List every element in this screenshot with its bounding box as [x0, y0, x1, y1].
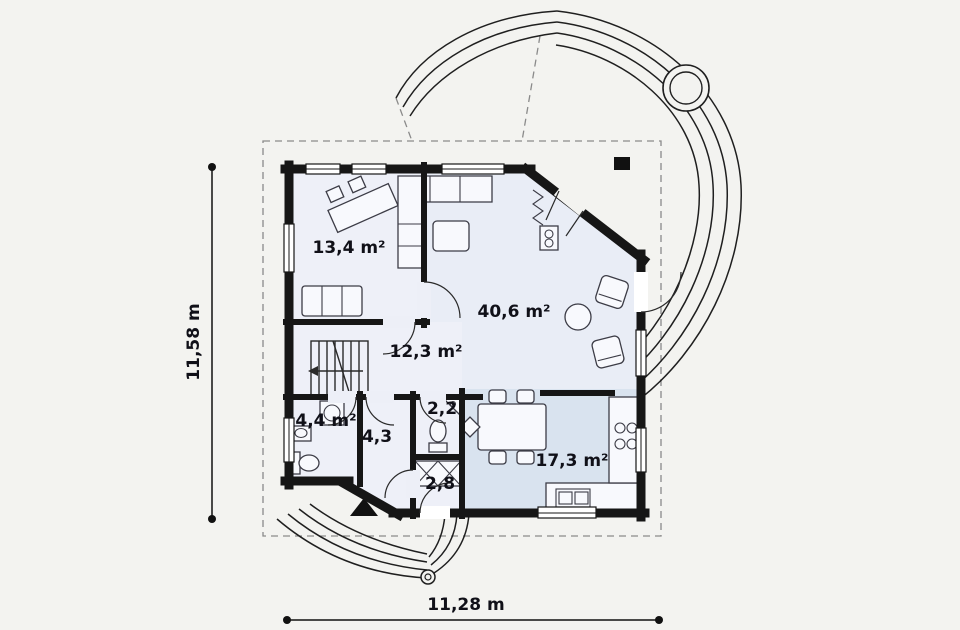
- terrace-colonnade-arcs: [555, 10, 742, 400]
- wc-area-label: 2,2: [427, 399, 457, 419]
- corridor-area-label: 4,3: [362, 427, 392, 447]
- roof-outline: [262, 35, 662, 537]
- fireplace-icon: [532, 189, 544, 226]
- chimney-marker: [614, 157, 630, 170]
- width-dimension-label: 11,28 m: [427, 595, 504, 615]
- hall-area-label: 12,3 m²: [389, 342, 462, 362]
- door-openings: [328, 184, 648, 519]
- entrance-marker-triangle: [350, 498, 378, 516]
- living-room-area-label: 40,6 m²: [477, 302, 550, 322]
- windows: [283, 163, 647, 519]
- hall-floor: [289, 322, 462, 397]
- bathroom-area-label: 4,4 m²: [295, 411, 356, 431]
- vestibule-area-label: 2,8: [425, 474, 455, 494]
- cabinet-area-label: 13,4 m²: [312, 238, 385, 258]
- bathroom-fixtures: [290, 400, 345, 475]
- entry-steps-arcs: [276, 503, 470, 585]
- cabinet-furniture: [301, 175, 399, 317]
- kitchen-area-label: 17,3 m²: [535, 451, 608, 471]
- entrance-canopy-arcs: [395, 10, 558, 117]
- dimension-width: 11,28 m: [283, 595, 663, 624]
- height-dimension-label: 11,58 m: [184, 303, 204, 380]
- room-labels: 13,4 m² 40,6 m² 12,3 m² 4,4 m² 4,3 2,2 2…: [295, 238, 608, 494]
- door-swings: [327, 190, 682, 514]
- wc-fixtures: [428, 398, 461, 453]
- terrace-column: [662, 64, 710, 112]
- dimension-height: 11,58 m: [184, 163, 216, 523]
- living-room-floor: [424, 169, 641, 397]
